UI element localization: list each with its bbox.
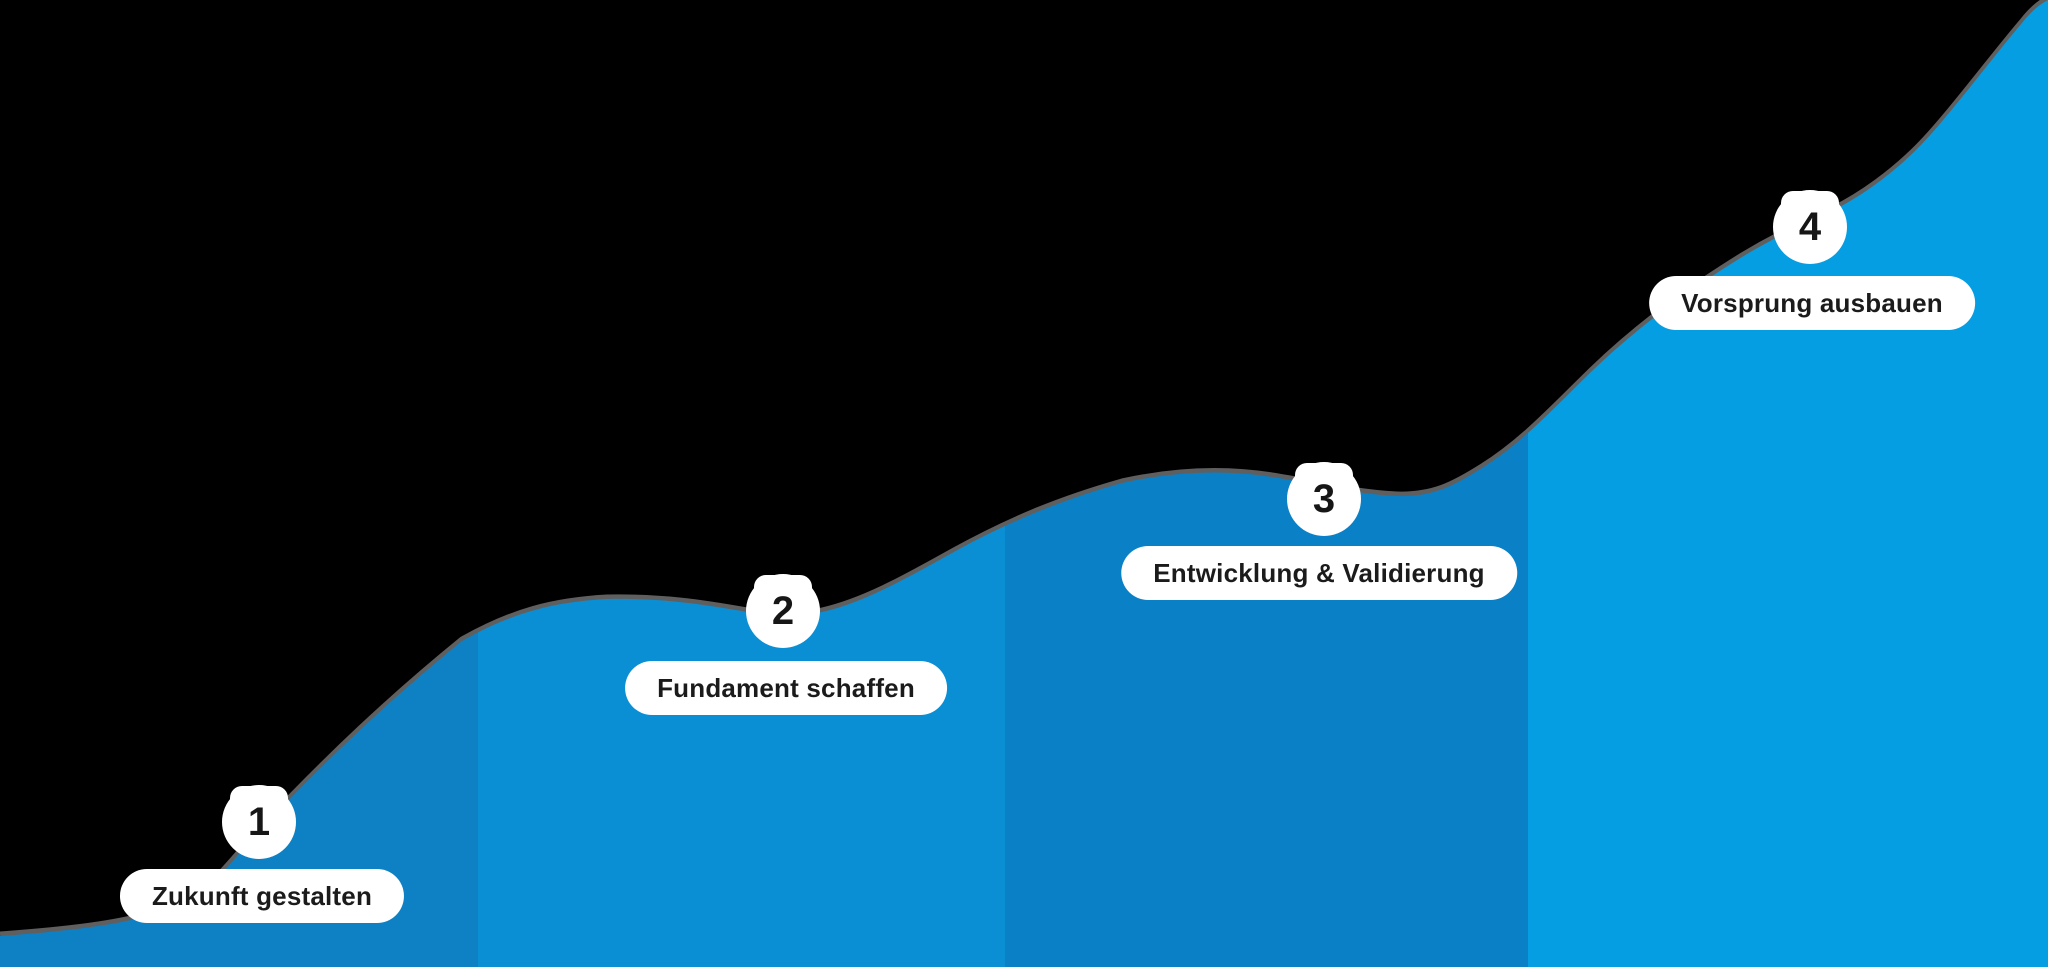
step-2-label-pill: Fundament schaffen: [625, 661, 947, 715]
step-2-number: 2: [771, 589, 795, 633]
step-1-circle: 1: [222, 785, 296, 859]
step-3-label: Entwicklung & Validierung: [1153, 557, 1485, 588]
phase-4-band: [1528, 0, 2048, 967]
step-1-label: Zukunft gestalten: [151, 880, 373, 911]
step-4-circle: 4: [1773, 190, 1847, 264]
step-2-label: Fundament schaffen: [657, 672, 915, 703]
step-1-number: 1: [247, 800, 271, 844]
step-3-circle: 3: [1287, 462, 1361, 536]
step-4-label: Vorsprung ausbauen: [1681, 287, 1943, 318]
step-4-label-pill: Vorsprung ausbauen: [1649, 276, 1975, 330]
step-1-label-pill: Zukunft gestalten: [119, 869, 405, 923]
step-2-circle: 2: [746, 574, 820, 648]
phase-2-band: [478, 0, 1005, 967]
step-3-number: 3: [1312, 477, 1336, 521]
step-4-number: 4: [1798, 205, 1822, 249]
step-3-label-pill: Entwicklung & Validierung: [1121, 546, 1517, 600]
